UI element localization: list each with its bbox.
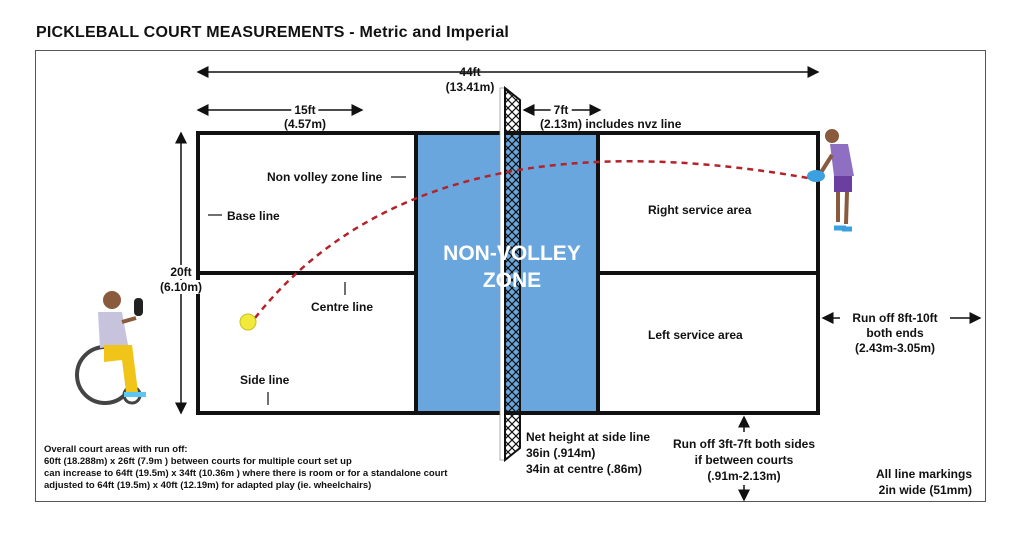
ball-icon (239, 313, 257, 331)
wheelchair-player-icon (75, 291, 146, 405)
runoff-ends-line2: both ends (866, 326, 924, 340)
runoff-ends-line3: (2.43m-3.05m) (854, 341, 936, 355)
notes-line: 60ft (18.288m) x 26ft (7.9m ) between co… (44, 456, 352, 467)
standing-player-icon (807, 129, 854, 232)
runoff-sides-line2: if between courts (694, 453, 794, 467)
notes-line: can increase to 64ft (19.5m) x 34ft (10.… (44, 468, 448, 479)
baseline-nvz-m: (4.57m) (283, 117, 327, 131)
page-title: PICKLEBALL COURT MEASUREMENTS - Metric a… (36, 24, 510, 41)
nvz-label-line1: NON-VOLLEY (443, 242, 581, 265)
net (504, 85, 521, 463)
width-ft: 20ft (170, 265, 192, 279)
notes-line: Overall court areas with run off: (44, 444, 188, 455)
right-service-area-label: Right service area (648, 203, 752, 217)
net-height-line3: 34in at centre (.86m) (526, 462, 643, 476)
side-line-label: Side line (240, 373, 290, 387)
centre-line-label: Centre line (311, 300, 374, 314)
baseline-nvz-ft: 15ft (291, 103, 319, 117)
nvz-label: NON-VOLLEY ZONE (432, 240, 592, 294)
runoff-ends-line1: Run off 8ft-10ft (852, 311, 938, 325)
left-service-area-label: Left service area (648, 328, 743, 342)
nvz-m: (2.13m) includes nvz line (540, 117, 682, 131)
line-markings-line2: 2in wide (51mm) (878, 483, 972, 497)
diagram-frame (35, 50, 986, 502)
notes-line: adjusted to 64ft (19.5m) x 40ft (12.19m)… (44, 480, 372, 491)
ball-trajectory (254, 160, 809, 319)
nvz-line-label: Non volley zone line (267, 170, 383, 184)
nvz-ft: 7ft (550, 103, 572, 117)
runoff-sides-line1: Run off 3ft-7ft both sides (673, 437, 815, 451)
net-height-line1: Net height at side line (526, 430, 651, 444)
width-m: (6.10m) (159, 280, 203, 294)
net-height-line2: 36in (.914m) (526, 446, 596, 460)
length-ft: 44ft (459, 65, 481, 79)
base-line-label: Base line (227, 209, 280, 223)
line-markings-line1: All line markings (875, 467, 972, 481)
nvz-label-line2: ZONE (482, 269, 542, 292)
overall-areas-notes: Overall court areas with run off: 60ft (… (44, 444, 447, 492)
runoff-sides-line3: (.91m-2.13m) (707, 469, 781, 483)
length-m: (13.41m) (445, 80, 495, 94)
